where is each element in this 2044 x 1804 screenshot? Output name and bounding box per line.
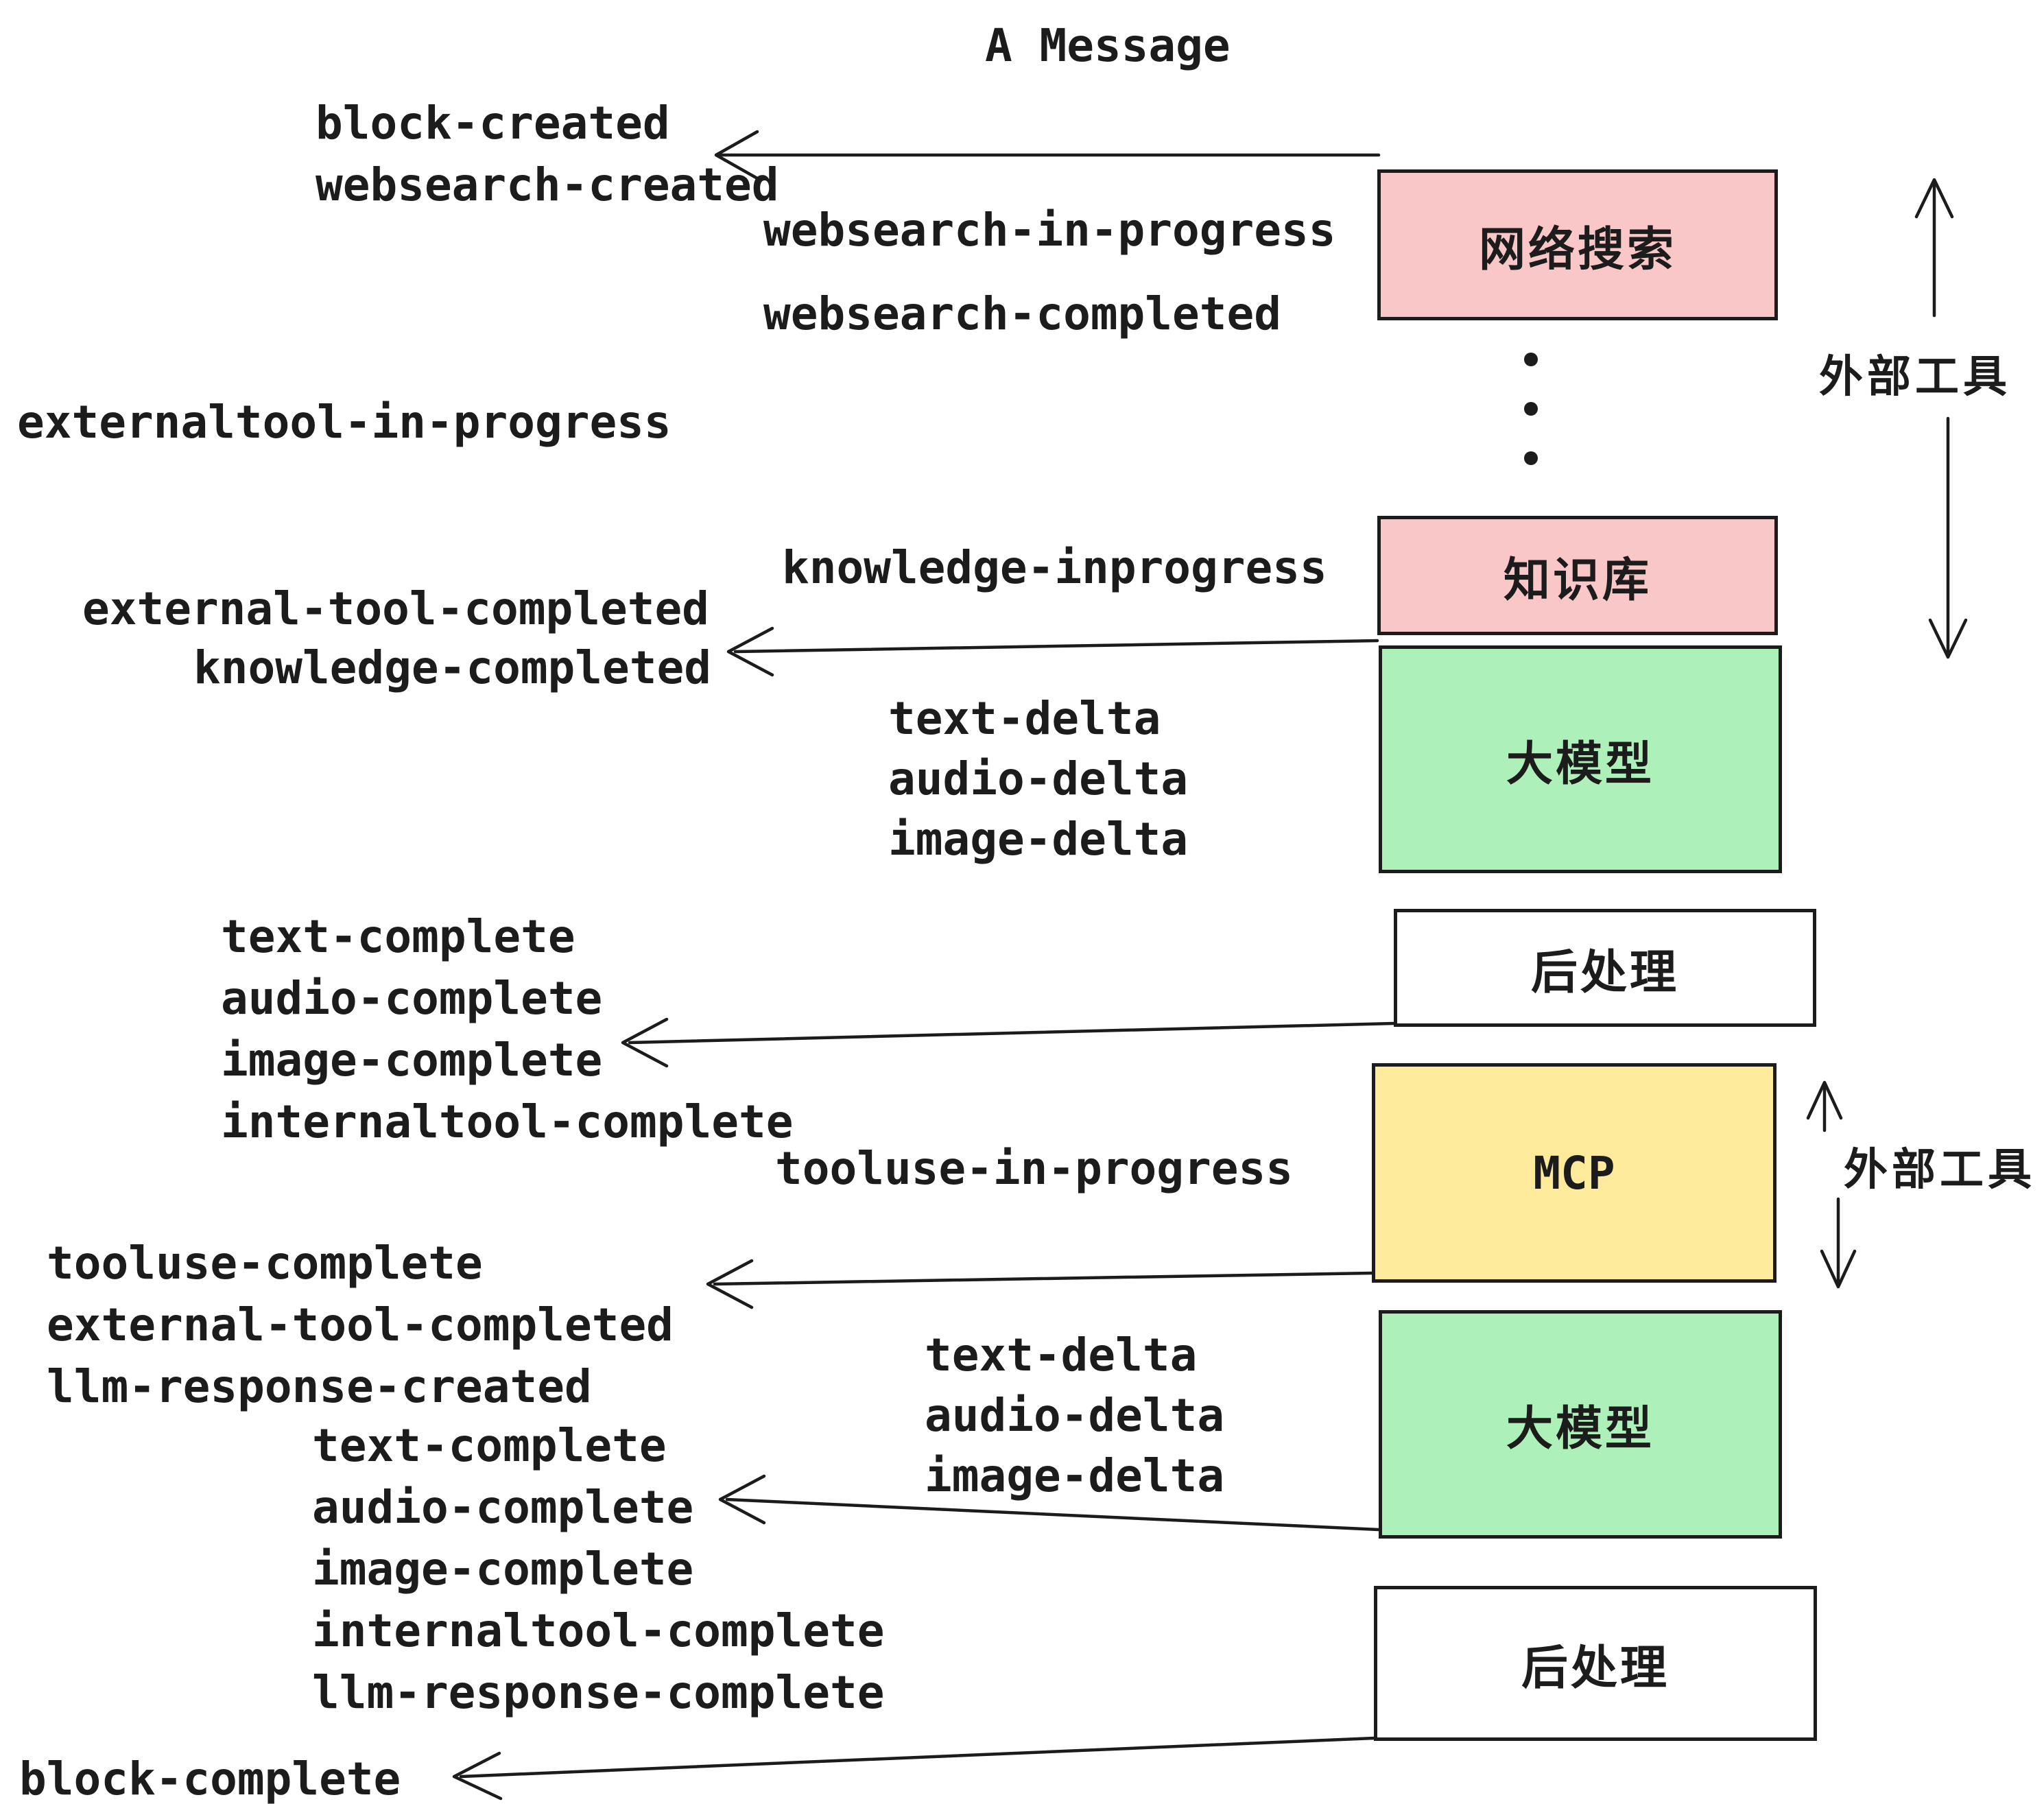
event-external-tool-completed-2: external-tool-completed	[47, 1298, 674, 1351]
event-text-complete-1: text-complete	[221, 910, 575, 963]
box-knowledge: 知识库	[1377, 516, 1778, 635]
box-websearch: 网络搜索	[1377, 169, 1778, 320]
event-websearch-in-progress: websearch-in-progress	[763, 204, 1336, 257]
event-audio-delta-2: audio-delta	[925, 1389, 1225, 1442]
event-audio-complete-2: audio-complete	[312, 1481, 694, 1534]
box-llm-1: 大模型	[1379, 645, 1782, 873]
external-tools-arrow-up-1	[1914, 178, 1954, 318]
event-image-delta-1: image-delta	[888, 813, 1189, 866]
event-internaltool-complete-1: internaltool-complete	[221, 1095, 794, 1148]
box-postprocess-2-label: 后处理	[1521, 1641, 1669, 1696]
arrow-knowledge-completed	[726, 626, 1379, 677]
page-title: A Message	[985, 19, 1231, 72]
event-internaltool-complete-2: internaltool-complete	[312, 1604, 885, 1657]
event-image-complete-1: image-complete	[221, 1034, 603, 1087]
event-tooluse-in-progress: tooluse-in-progress	[775, 1142, 1293, 1195]
box-postprocess-1-label: 后处理	[1530, 945, 1679, 1000]
arrow-postprocess2-to-block-complete	[452, 1736, 1376, 1801]
event-block-complete: block-complete	[19, 1753, 401, 1804]
event-llm-response-complete: llm-response-complete	[312, 1666, 885, 1719]
box-websearch-label: 网络搜索	[1478, 222, 1676, 277]
event-audio-delta-1: audio-delta	[888, 752, 1189, 805]
box-knowledge-label: 知识库	[1503, 553, 1652, 608]
external-tools-label-1: 外部工具	[1819, 352, 2011, 403]
box-llm-1-label: 大模型	[1506, 737, 1654, 792]
event-websearch-created: websearch-created	[316, 158, 779, 211]
arrow-postprocess1-to-complete	[621, 1017, 1396, 1068]
event-knowledge-completed: knowledge-completed	[193, 641, 711, 694]
event-block-created: block-created	[316, 97, 670, 150]
box-llm-2-label: 大模型	[1506, 1402, 1654, 1456]
box-mcp-label: MCP	[1533, 1146, 1615, 1200]
event-text-delta-2: text-delta	[925, 1329, 1198, 1381]
event-externaltool-in-progress: externaltool-in-progress	[17, 396, 672, 449]
event-knowledge-inprogress: knowledge-inprogress	[782, 541, 1327, 594]
event-image-delta-2: image-delta	[925, 1449, 1225, 1502]
event-llm-response-created: llm-response-created	[47, 1360, 592, 1413]
event-tooluse-complete: tooluse-complete	[47, 1237, 483, 1290]
box-llm-2: 大模型	[1379, 1310, 1782, 1539]
ellipsis-dots	[1524, 353, 1538, 465]
event-text-complete-2: text-complete	[312, 1419, 667, 1472]
event-image-complete-2: image-complete	[312, 1543, 694, 1595]
box-postprocess-2: 后处理	[1374, 1586, 1817, 1741]
box-postprocess-1: 后处理	[1394, 909, 1816, 1027]
external-tools-label-2: 外部工具	[1844, 1145, 2036, 1196]
arrow-mcp-to-tooluse-complete	[706, 1259, 1374, 1309]
external-tools-arrow-down-2	[1820, 1197, 1857, 1289]
box-mcp: MCP	[1372, 1063, 1776, 1283]
event-external-tool-completed-1: external-tool-completed	[82, 582, 709, 635]
external-tools-arrow-up-2	[1806, 1080, 1843, 1132]
arrow-llm2-to-complete	[718, 1474, 1381, 1532]
arrow-websearch-to-created	[714, 130, 1381, 180]
event-text-delta-1: text-delta	[888, 692, 1161, 745]
external-tools-arrow-down-1	[1928, 416, 1968, 659]
event-audio-complete-1: audio-complete	[221, 972, 603, 1025]
event-websearch-completed: websearch-completed	[763, 287, 1281, 340]
